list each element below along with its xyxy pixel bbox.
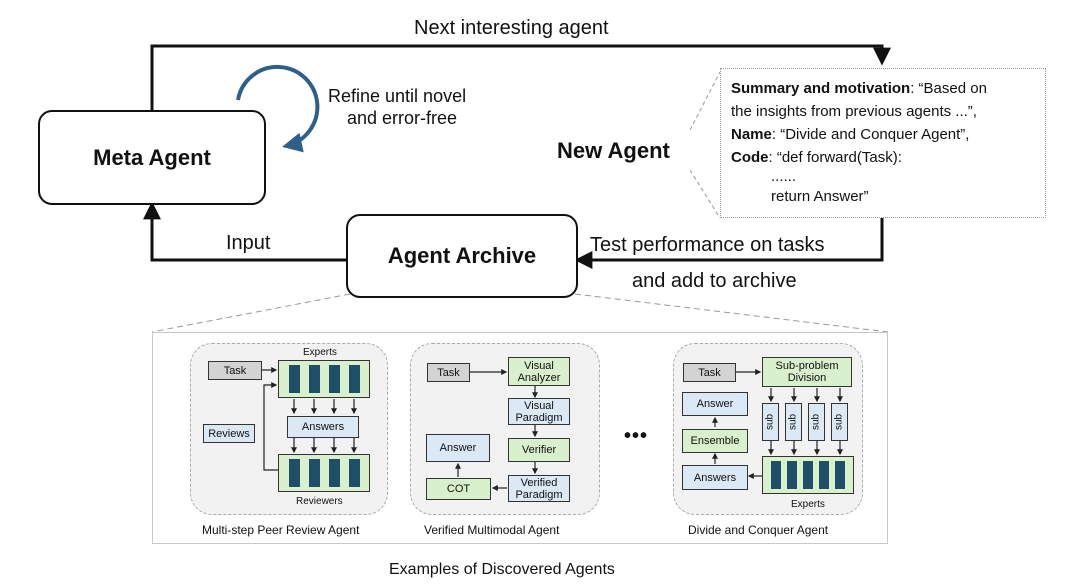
refine-label-line1: Refine until novel bbox=[328, 86, 467, 106]
reviewers-label: Reviewers bbox=[296, 496, 343, 507]
summary-value-cont: the insights from previous agents ...”, bbox=[731, 103, 977, 120]
sub-box-3: sub bbox=[808, 403, 825, 441]
task-box: Task bbox=[683, 363, 736, 382]
refine-loop-arrow bbox=[236, 64, 320, 153]
more-agents-ellipsis: ••• bbox=[624, 425, 649, 447]
test-label-line1: Test performance on tasks bbox=[590, 234, 825, 256]
code-return: return Answer” bbox=[771, 188, 869, 205]
examples-caption: Examples of Discovered Agents bbox=[389, 561, 615, 578]
reviewer-bar bbox=[288, 459, 300, 487]
test-label-line2: and add to archive bbox=[632, 270, 797, 292]
name-value: : “Divide and Conquer Agent”, bbox=[771, 126, 970, 143]
cot-box: COT bbox=[426, 478, 491, 500]
expert-bar bbox=[819, 461, 829, 489]
verifier-box: Verifier bbox=[508, 438, 570, 462]
next-agent-arrow bbox=[150, 44, 891, 110]
next-agent-label: Next interesting agent bbox=[414, 17, 609, 39]
name-key: Name bbox=[731, 126, 772, 143]
summary-value: : “Based on bbox=[910, 80, 987, 97]
divide-conquer-caption: Divide and Conquer Agent bbox=[688, 523, 829, 537]
verified-paradigm-box: Verified Paradigm bbox=[508, 475, 570, 502]
input-label: Input bbox=[226, 232, 271, 254]
sub-box-1: sub bbox=[762, 403, 779, 441]
experts-label: Experts bbox=[303, 347, 337, 358]
code-value: : “def forward(Task): bbox=[768, 149, 902, 166]
dc-experts-group bbox=[762, 456, 854, 494]
visual-analyzer-box: Visual Analyzer bbox=[508, 357, 570, 386]
reviewer-bar bbox=[328, 459, 340, 487]
visual-paradigm-box: Visual Paradigm bbox=[508, 398, 570, 425]
expert-bar bbox=[328, 365, 340, 393]
expert-bar bbox=[787, 461, 797, 489]
code-ellipsis: ...... bbox=[771, 168, 797, 185]
dc-experts-label: Experts bbox=[791, 499, 825, 510]
expert-bar bbox=[348, 365, 360, 393]
reviewers-group bbox=[278, 454, 370, 492]
answer-box: Answer bbox=[682, 392, 748, 416]
peer-review-caption: Multi-step Peer Review Agent bbox=[202, 523, 360, 537]
subproblem-box: Sub-problem Division bbox=[762, 357, 852, 387]
test-arrow bbox=[574, 218, 884, 269]
answers-box: Answers bbox=[287, 416, 359, 438]
multimodal-caption: Verified Multimodal Agent bbox=[424, 523, 560, 537]
agent-archive-node: Agent Archive bbox=[346, 214, 578, 298]
task-box: Task bbox=[208, 361, 262, 380]
reviewer-bar bbox=[308, 459, 320, 487]
meta-agent-node: Meta Agent bbox=[38, 110, 266, 205]
sub-box-2: sub bbox=[785, 403, 802, 441]
task-box: Task bbox=[427, 363, 470, 382]
reviews-box: Reviews bbox=[203, 424, 255, 443]
summary-key: Summary and motivation bbox=[731, 80, 911, 97]
ensemble-box: Ensemble bbox=[682, 429, 748, 453]
new-agent-label: New Agent bbox=[557, 138, 670, 163]
reviewer-bar bbox=[348, 459, 360, 487]
sub-box-4: sub bbox=[831, 403, 848, 441]
expert-bar bbox=[288, 365, 300, 393]
answer-box: Answer bbox=[426, 434, 490, 462]
code-key: Code bbox=[731, 149, 769, 166]
new-agent-card: Summary and motivation: “Based on the in… bbox=[720, 68, 1046, 218]
expert-bar bbox=[835, 461, 845, 489]
answers-box: Answers bbox=[682, 465, 748, 490]
expert-bar bbox=[771, 461, 781, 489]
expert-bar bbox=[803, 461, 813, 489]
expert-bar bbox=[308, 365, 320, 393]
refine-label-line2: and error-free bbox=[347, 108, 458, 128]
experts-group bbox=[278, 360, 370, 398]
input-arrow bbox=[143, 201, 346, 262]
